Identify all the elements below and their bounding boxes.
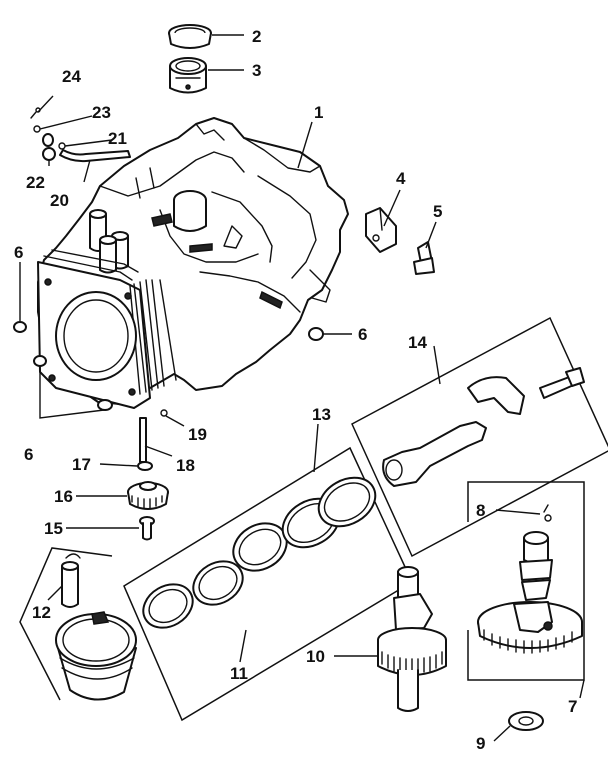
- part-21-washer[interactable]: [58, 142, 66, 150]
- part-7-camshaft[interactable]: [477, 531, 583, 654]
- part-2-bearing-ring[interactable]: [168, 24, 212, 49]
- part-11-piston-ring-1[interactable]: [135, 576, 200, 637]
- part-23-clip[interactable]: [33, 125, 41, 133]
- part-12-retainer-clip[interactable]: [65, 553, 81, 559]
- callout-22: 22: [26, 173, 45, 192]
- part-18-governor-shaft[interactable]: [139, 417, 147, 463]
- part-20-breather-tube[interactable]: [59, 149, 131, 163]
- callout-12: 12: [32, 603, 51, 622]
- callout-19: 19: [188, 425, 207, 444]
- part-7-group-frame: [467, 481, 585, 681]
- callout-20: 20: [50, 191, 69, 210]
- callout-9: 9: [476, 734, 485, 753]
- piston[interactable]: [55, 611, 137, 701]
- part-4-bracket[interactable]: [365, 207, 397, 253]
- callout-7: 7: [568, 697, 577, 716]
- callout-8: 8: [476, 501, 485, 520]
- part-12-group-frame: [19, 547, 113, 701]
- part-6-dowel-pin-left[interactable]: [13, 321, 27, 333]
- part-6-dowel-pin-right[interactable]: [308, 327, 324, 341]
- part-24-pin[interactable]: [30, 107, 41, 119]
- callout-16: 16: [54, 487, 73, 506]
- callout-15: 15: [44, 519, 63, 538]
- callout-6-right: 6: [358, 325, 367, 344]
- callout-18: 18: [176, 456, 195, 475]
- part-12-piston-pin[interactable]: [61, 561, 79, 608]
- part-5-bolt[interactable]: [413, 241, 435, 275]
- callout-17: 17: [72, 455, 91, 474]
- callout-24: 24: [62, 67, 81, 86]
- part-22-grommet[interactable]: [42, 133, 56, 161]
- part-11-piston-ring-2[interactable]: [185, 553, 250, 614]
- part-3-bushing[interactable]: [169, 57, 207, 94]
- part-9-thrust-washer[interactable]: [508, 711, 544, 731]
- callout-13: 13: [312, 405, 331, 424]
- callout-labels: 1 2 3 4 5 6 6 6 7 8 9 10 11 12 13 14 15 …: [14, 27, 577, 753]
- part-6-dowel-pin-bottom[interactable]: [97, 399, 113, 411]
- callout-11: 11: [230, 664, 248, 683]
- part-19-ball[interactable]: [160, 409, 168, 417]
- callout-10: 10: [306, 647, 325, 666]
- callout-6-left: 6: [14, 243, 23, 262]
- part-8-pin[interactable]: [543, 504, 552, 522]
- callout-5: 5: [433, 202, 442, 221]
- part-13-compression-ring-2[interactable]: [310, 468, 384, 536]
- callout-14: 14: [408, 333, 427, 352]
- part-10-crankshaft[interactable]: [377, 566, 447, 712]
- callout-23: 23: [92, 103, 111, 122]
- callout-6-bottom: 6: [24, 445, 33, 464]
- callout-2: 2: [252, 27, 261, 46]
- part-16-governor-gear[interactable]: [127, 481, 169, 510]
- part-6-dowel-pin-lower[interactable]: [33, 355, 47, 367]
- part-15-shoulder-bolt[interactable]: [139, 516, 155, 541]
- callout-21: 21: [108, 129, 127, 148]
- part-1-crankcase[interactable]: [37, 117, 349, 409]
- callout-1: 1: [314, 103, 323, 122]
- part-17-washer[interactable]: [137, 461, 153, 471]
- part-14-group-frame: [351, 316, 608, 558]
- callout-4: 4: [396, 169, 406, 188]
- part-14-connecting-rod[interactable]: [382, 367, 585, 487]
- callout-3: 3: [252, 61, 261, 80]
- leader-lines: [19, 34, 585, 742]
